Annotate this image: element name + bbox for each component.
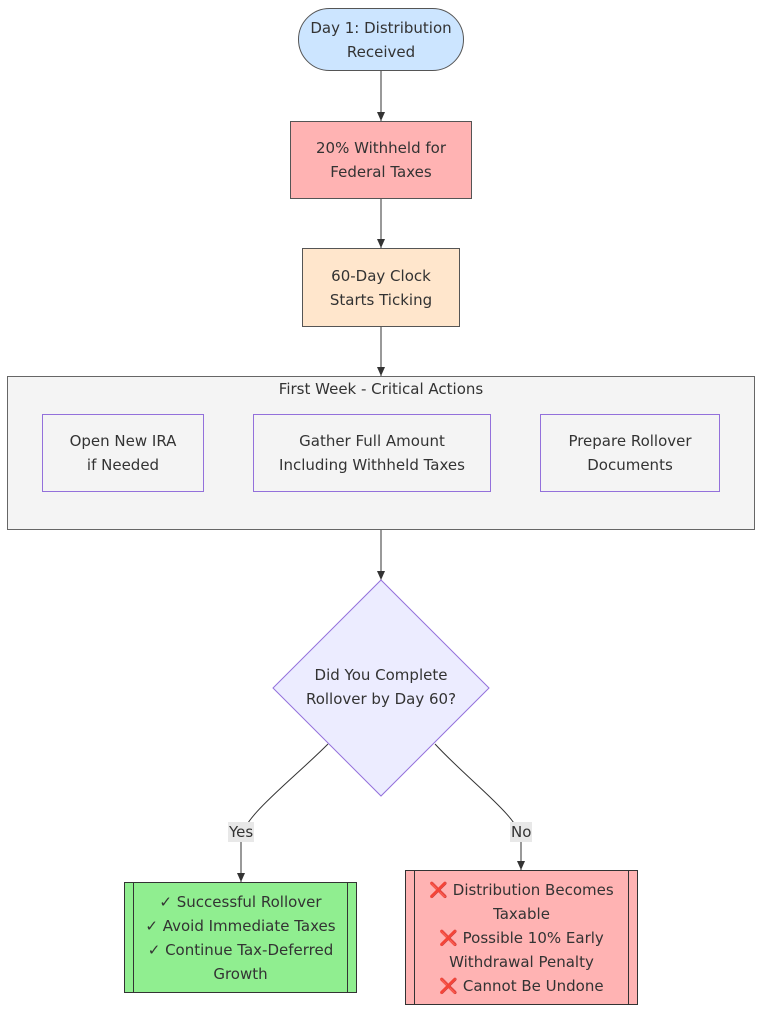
open-ira-node: Open New IRA if Needed [42, 414, 204, 492]
group-title: First Week - Critical Actions [278, 380, 484, 398]
failure-node: ❌ Distribution Becomes Taxable ❌ Possibl… [405, 870, 638, 1005]
clock-line-2: Starts Ticking [329, 290, 433, 309]
success-line-2: ✓ Avoid Immediate Taxes [145, 916, 336, 935]
edge-decision-no [434, 743, 525, 870]
withheld-node: 20% Withheld for Federal Taxes [290, 121, 472, 199]
gather-line-2: Including Withheld Taxes [279, 456, 465, 474]
success-node: ✓ Successful Rollover ✓ Avoid Immediate … [124, 882, 357, 993]
success-line-3: ✓ Continue Tax-Deferred [147, 940, 334, 959]
success-line-4: Growth [213, 964, 268, 983]
prepare-node: Prepare Rollover Documents [540, 414, 720, 492]
gather-node: Gather Full Amount Including Withheld Ta… [253, 414, 491, 492]
yes-label: Yes [228, 822, 255, 842]
day1-line-1: Day 1: Distribution [310, 18, 452, 37]
decision-label: Did You Complete Rollover by Day 60? [281, 663, 481, 711]
decision-diamond [272, 579, 490, 797]
failure-line-2: Taxable [493, 904, 550, 923]
day1-line-2: Received [346, 42, 416, 61]
open-ira-line-2: if Needed [86, 456, 160, 474]
open-ira-line-1: Open New IRA [69, 432, 177, 450]
clock-line-1: 60-Day Clock [331, 266, 431, 285]
gather-line-1: Gather Full Amount [299, 432, 445, 450]
success-line-1: ✓ Successful Rollover [159, 892, 322, 911]
withheld-line-2: Federal Taxes [330, 163, 432, 181]
prepare-line-2: Documents [587, 456, 673, 474]
failure-line-5: ❌ Cannot Be Undone [439, 976, 604, 995]
prepare-line-1: Prepare Rollover [568, 432, 692, 450]
withheld-line-1: 20% Withheld for [316, 139, 446, 157]
clock-node: 60-Day Clock Starts Ticking [302, 248, 460, 327]
failure-line-1: ❌ Distribution Becomes [429, 880, 614, 899]
failure-line-4: Withdrawal Penalty [449, 952, 594, 971]
failure-line-3: ❌ Possible 10% Early [439, 928, 604, 947]
edge-decision-yes [237, 743, 329, 882]
day1-node: Day 1: Distribution Received [298, 8, 464, 71]
decision-line-2: Rollover by Day 60? [305, 690, 457, 708]
no-label: No [510, 822, 533, 842]
decision-line-1: Did You Complete [314, 666, 448, 684]
